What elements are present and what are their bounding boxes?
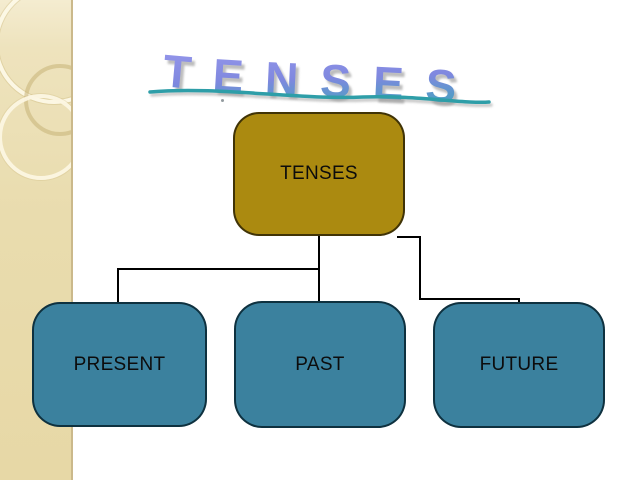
node-past: PAST	[234, 301, 406, 428]
title-textpath: TENSES	[161, 44, 458, 113]
node-present: PRESENT	[32, 302, 207, 427]
connector-root-to-present	[117, 268, 319, 303]
node-tenses-label: TENSES	[280, 163, 358, 184]
node-present-label: PRESENT	[73, 353, 166, 375]
ornament-ring-low	[0, 94, 71, 180]
connector-root-to-future	[397, 236, 520, 303]
node-tenses: TENSES	[233, 112, 405, 236]
node-future-label: FUTURE	[479, 354, 559, 375]
node-future: FUTURE	[433, 302, 605, 428]
title-underline-swoosh	[148, 88, 491, 105]
stray-mark	[221, 99, 224, 102]
wordart-title: TENSES	[148, 44, 491, 114]
title-text: TENSES	[161, 44, 480, 113]
node-past-label: PAST	[295, 353, 345, 375]
